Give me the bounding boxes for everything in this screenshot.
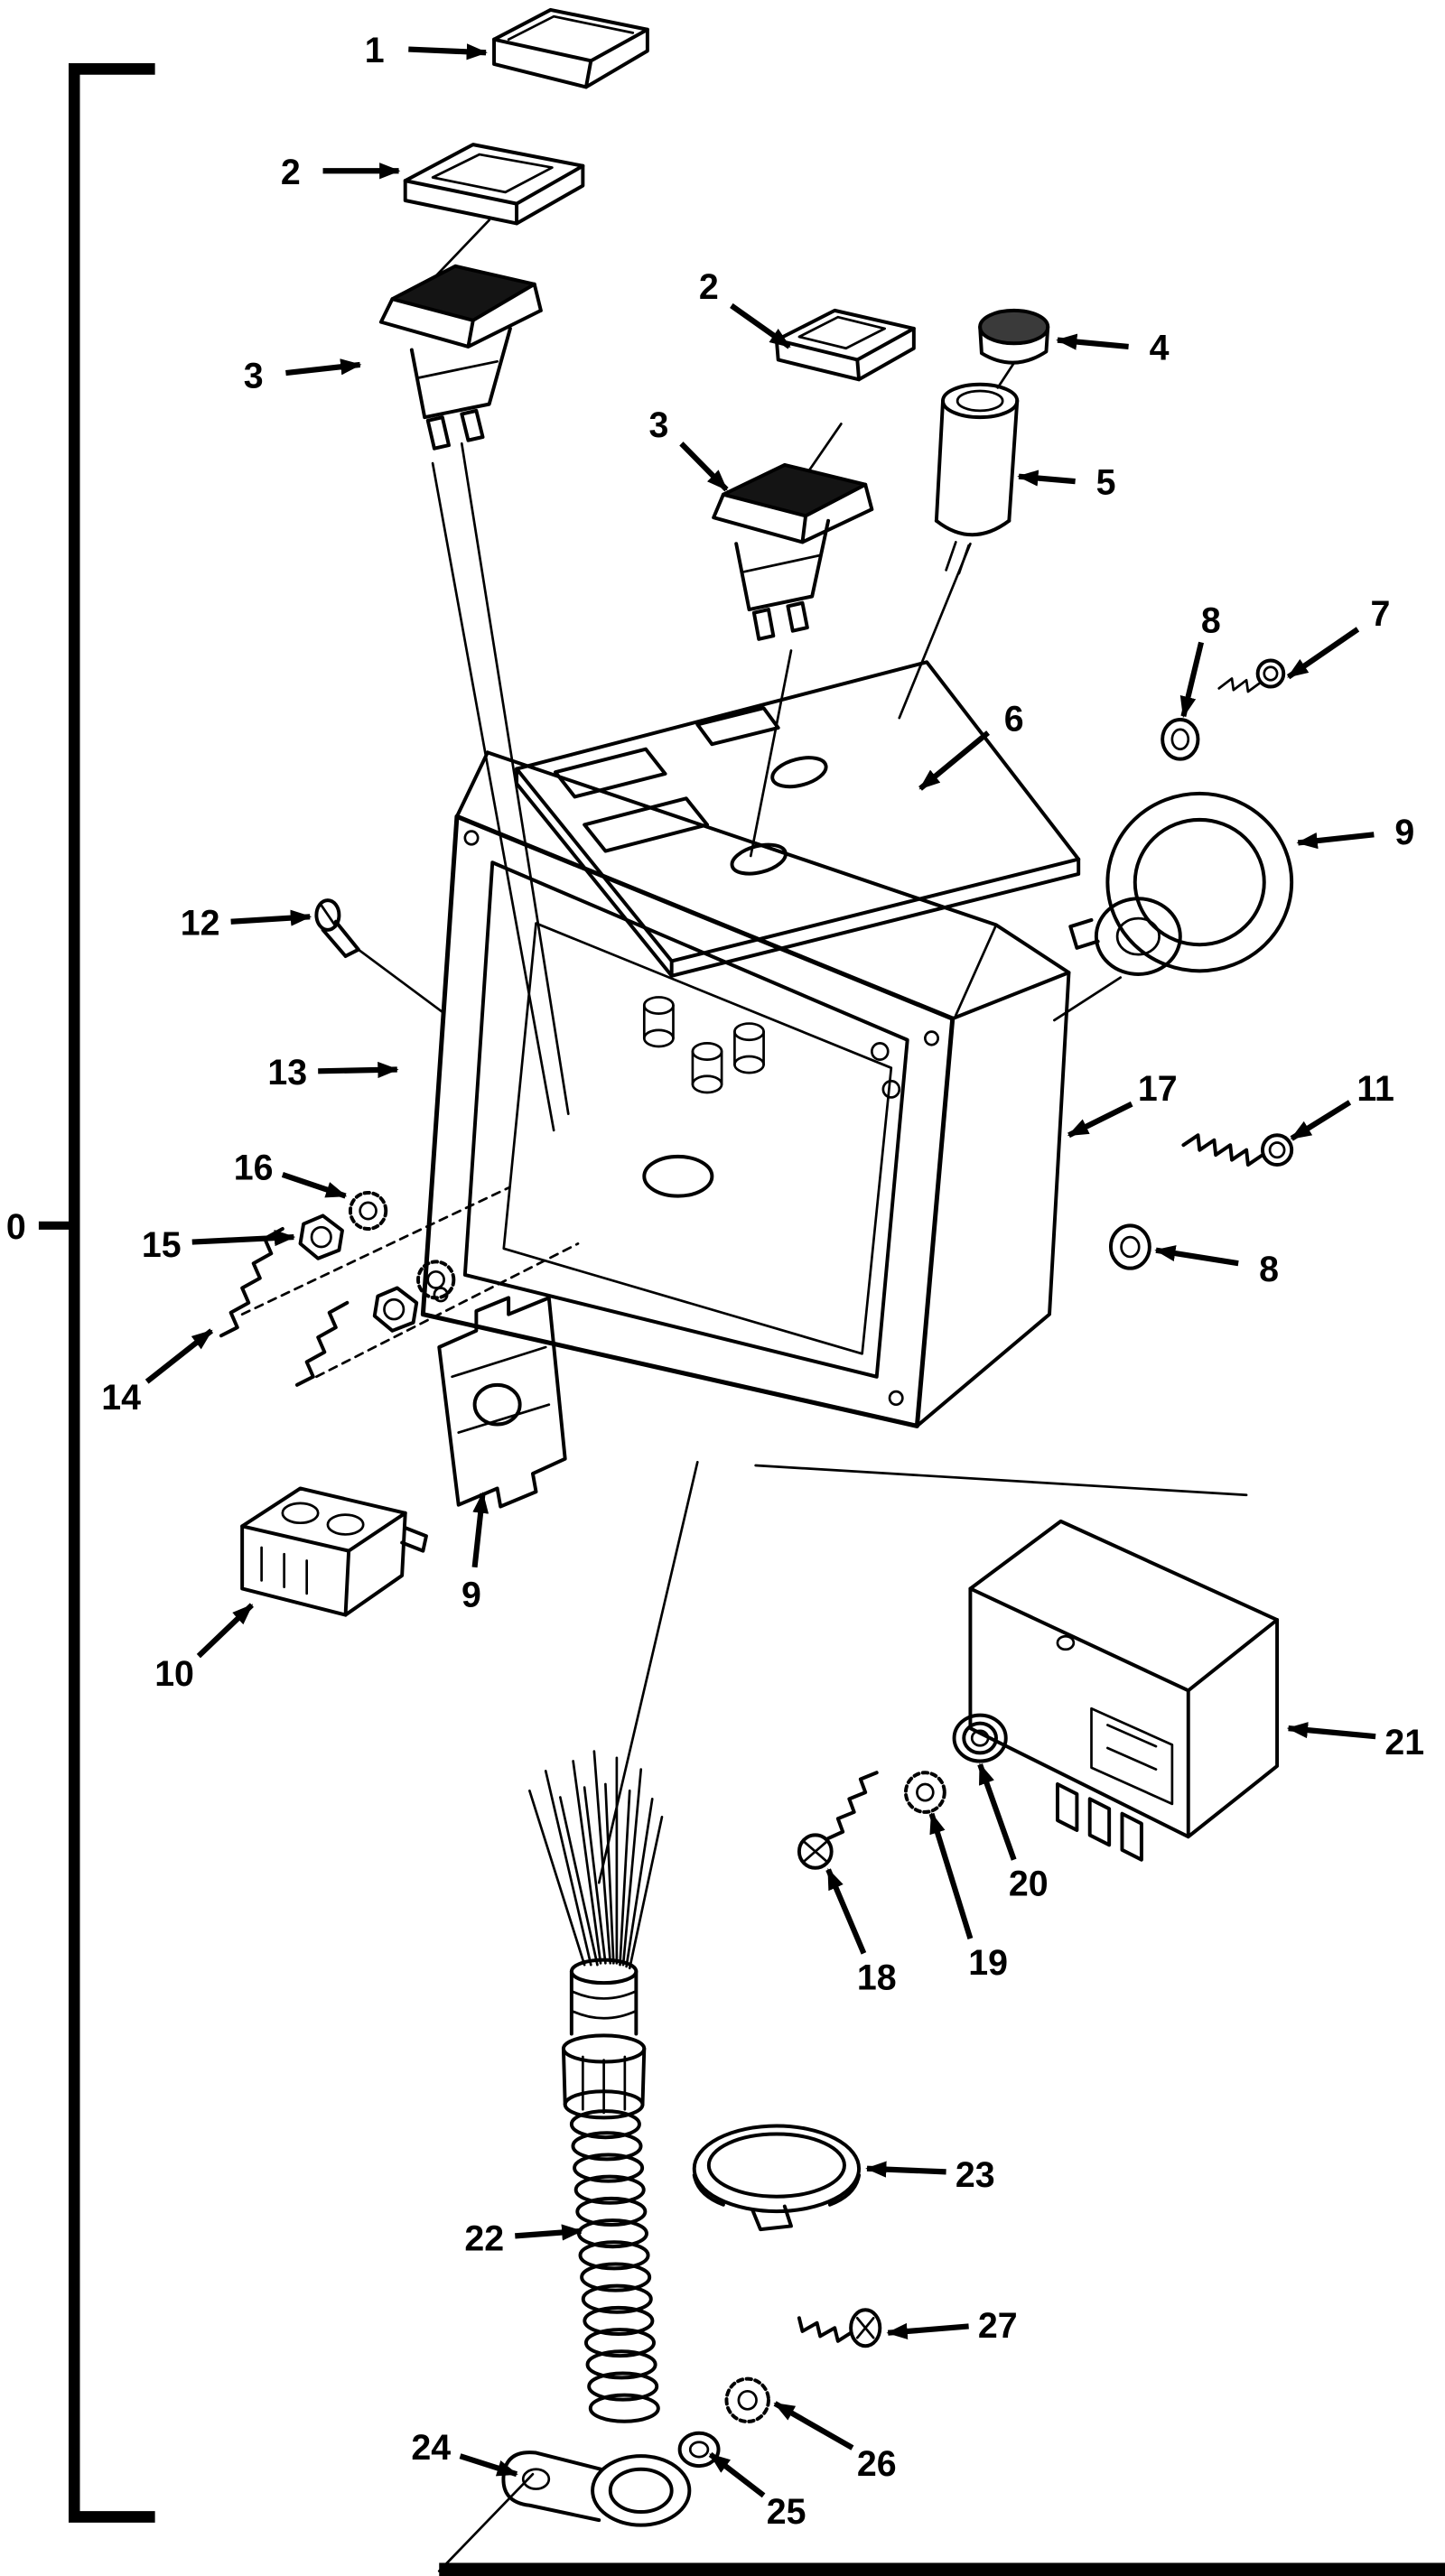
callout-6: 6 xyxy=(1004,699,1024,739)
callout-layer: 0123234567891117812131615149102120191823… xyxy=(6,31,1424,2532)
part-wire-harness xyxy=(528,1750,664,2423)
part-rocker-switch-a xyxy=(378,264,543,451)
callout-arrow-16 xyxy=(281,1172,348,1199)
part-grommet-20 xyxy=(952,1713,1008,1763)
callout-arrow-7 xyxy=(1286,627,1360,680)
callout-11: 11 xyxy=(1356,1069,1394,1109)
part-enclosure-box xyxy=(454,750,1071,1428)
callout-21: 21 xyxy=(1384,1723,1424,1762)
callout-24: 24 xyxy=(411,2428,451,2468)
part-washer-8a xyxy=(1161,717,1200,761)
part-cap xyxy=(978,308,1050,365)
callout-arrow-9b xyxy=(471,1492,489,1568)
part-switch-plate-a xyxy=(403,143,585,226)
callout-8b: 8 xyxy=(1259,1250,1279,1289)
callout-9b: 9 xyxy=(461,1575,481,1614)
callout-arrow-21 xyxy=(1286,1722,1376,1740)
callout-10: 10 xyxy=(154,1654,194,1694)
part-washer-25 xyxy=(677,2431,721,2469)
callout-arrow-15 xyxy=(191,1230,296,1247)
callout-arrow-27 xyxy=(886,2322,969,2340)
callout-arrow-23 xyxy=(865,2161,946,2178)
callout-23: 23 xyxy=(956,2154,995,2194)
callout-arrow-10 xyxy=(196,1603,254,1659)
callout-16: 16 xyxy=(234,1148,274,1187)
callout-25: 25 xyxy=(767,2491,806,2531)
callout-arrow-17 xyxy=(1067,1101,1133,1139)
callout-arrow-1 xyxy=(408,43,488,60)
part-screw-7 xyxy=(1217,658,1286,693)
callout-27: 27 xyxy=(978,2306,1018,2346)
callout-arrow-13 xyxy=(318,1061,399,1079)
part-mounting-hardware-set xyxy=(219,1190,456,1387)
part-connector-block xyxy=(240,1486,428,1617)
callout-arrow-9a xyxy=(1296,832,1375,850)
part-cable-clamp xyxy=(501,2450,692,2527)
part-washer-8b xyxy=(1108,1223,1151,1270)
callout-arrow-8a xyxy=(1179,641,1205,719)
part-screw-12 xyxy=(314,898,360,958)
part-lock-washer-19 xyxy=(903,1771,946,1814)
part-clamp-ring xyxy=(692,2124,862,2232)
callout-arrow-25 xyxy=(708,2451,766,2498)
callout-arrow-5 xyxy=(1017,470,1076,487)
part-screw-spring-18 xyxy=(797,1771,879,1870)
part-lamp-bracket xyxy=(437,1296,567,1509)
callout-17: 17 xyxy=(1138,1069,1178,1109)
callout-1: 1 xyxy=(365,31,385,70)
callout-5: 5 xyxy=(1096,462,1116,502)
part-screw-spring-11 xyxy=(1181,1133,1294,1167)
part-socket-cylinder xyxy=(934,382,1020,575)
part-gasket-frame xyxy=(420,814,956,1428)
callout-3a: 3 xyxy=(244,356,264,395)
callout-arrow-12 xyxy=(230,909,312,926)
callout-13: 13 xyxy=(267,1053,307,1093)
callout-4: 4 xyxy=(1150,328,1170,367)
callout-arrow-6 xyxy=(918,730,990,791)
callout-arrow-11 xyxy=(1290,1100,1352,1141)
callout-0: 0 xyxy=(6,1207,26,1247)
callout-arrow-4 xyxy=(1056,333,1129,350)
callout-arrow-3b xyxy=(679,442,729,492)
group-bracket xyxy=(38,63,155,2523)
spring-14b xyxy=(294,1300,350,1387)
part-rocker-switch-b xyxy=(712,462,874,641)
bottom-edge-bar xyxy=(439,2562,1445,2576)
callout-2a: 2 xyxy=(281,152,301,191)
callout-arrow-3a xyxy=(285,358,362,377)
part-module-box xyxy=(968,1519,1280,1862)
callout-9a: 9 xyxy=(1394,813,1414,852)
callout-18: 18 xyxy=(857,1958,897,1997)
callout-arrow-8b xyxy=(1154,1245,1239,1267)
part-lock-washer-26 xyxy=(724,2376,770,2423)
callout-arrow-2b xyxy=(730,302,791,349)
callout-3b: 3 xyxy=(648,405,668,445)
conduit-rings xyxy=(569,2109,660,2423)
callout-26: 26 xyxy=(857,2444,897,2484)
part-screw-27 xyxy=(797,2308,882,2348)
callout-arrow-18 xyxy=(825,1867,867,1955)
spring-14 xyxy=(219,1226,284,1338)
part-cover-cap xyxy=(492,7,649,89)
standoff-posts xyxy=(642,996,765,1094)
callout-7: 7 xyxy=(1371,594,1391,634)
callout-arrow-22 xyxy=(515,2224,583,2241)
callout-14: 14 xyxy=(101,1378,141,1418)
callout-8a: 8 xyxy=(1201,600,1221,640)
callout-arrow-14 xyxy=(144,1328,214,1384)
harness-wires xyxy=(528,1750,664,1970)
callout-12: 12 xyxy=(181,903,220,943)
callout-arrow-26 xyxy=(773,2401,854,2450)
callout-20: 20 xyxy=(1009,1864,1049,1903)
callout-arrow-24 xyxy=(459,2453,518,2478)
callout-2b: 2 xyxy=(699,267,719,307)
callout-22: 22 xyxy=(464,2218,504,2258)
callout-15: 15 xyxy=(142,1225,182,1265)
callout-arrow-19 xyxy=(928,1812,974,1939)
part-switch-plate-b xyxy=(774,308,916,382)
callout-arrow-20 xyxy=(977,1762,1017,1861)
callout-19: 19 xyxy=(968,1943,1008,1983)
part-bezel-flange xyxy=(1068,791,1294,976)
